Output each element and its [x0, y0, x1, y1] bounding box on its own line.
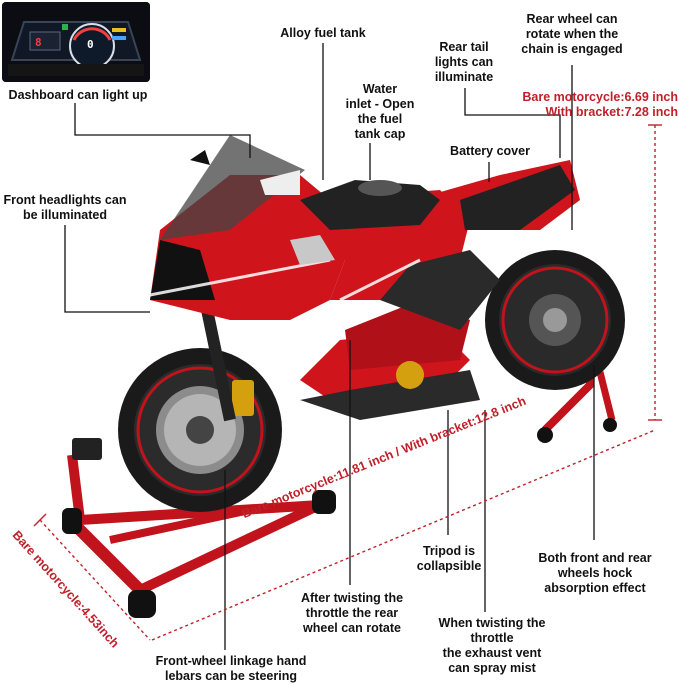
throttle-rear-label: After twisting the throttle the rear whe…: [300, 591, 404, 635]
shocks-label: Both front and rear wheels hock absorpti…: [538, 551, 652, 595]
height-bracket-label: With bracket:7.28 inch: [545, 105, 678, 119]
callout-line-dashboard: [74, 103, 251, 158]
tail-lights-label: Rear tail lights can illuminate: [434, 40, 494, 84]
battery-cover-label: Battery cover: [450, 144, 530, 158]
steering-label: Front-wheel linkage hand lebars can be s…: [155, 654, 307, 683]
water-inlet-label: Water inlet - Open the fuel tank cap: [345, 82, 415, 141]
front-wheel: [118, 348, 282, 512]
headlights-label: Front headlights can be illuminated: [3, 193, 127, 222]
exhaust-label: When twisting the throttle the exhaust v…: [438, 616, 546, 675]
rear-wheel-label: Rear wheel can rotate when the chain is …: [521, 12, 623, 56]
dashboard-speed-readout: 0: [87, 38, 94, 51]
dashboard-display: [2, 2, 150, 82]
tripod-label: Tripod is collapsible: [416, 544, 482, 573]
motorcycle-body: [149, 135, 580, 420]
fuel-tank-label: Alloy fuel tank: [280, 26, 366, 40]
callout-line-tail-lights: [464, 88, 561, 158]
front-fork: [199, 298, 236, 422]
dashboard-inset: 8 0: [2, 2, 150, 82]
length-dimension-line: [151, 429, 656, 641]
dashboard-gear-readout: 8: [35, 36, 42, 49]
rear-wheel: [485, 250, 625, 390]
front-stand: [62, 438, 336, 618]
height-bare-label: Bare motorcycle:6.69 inch: [522, 90, 678, 104]
callout-line-headlights: [64, 225, 150, 313]
dashboard-label: Dashboard can light up: [8, 88, 148, 102]
